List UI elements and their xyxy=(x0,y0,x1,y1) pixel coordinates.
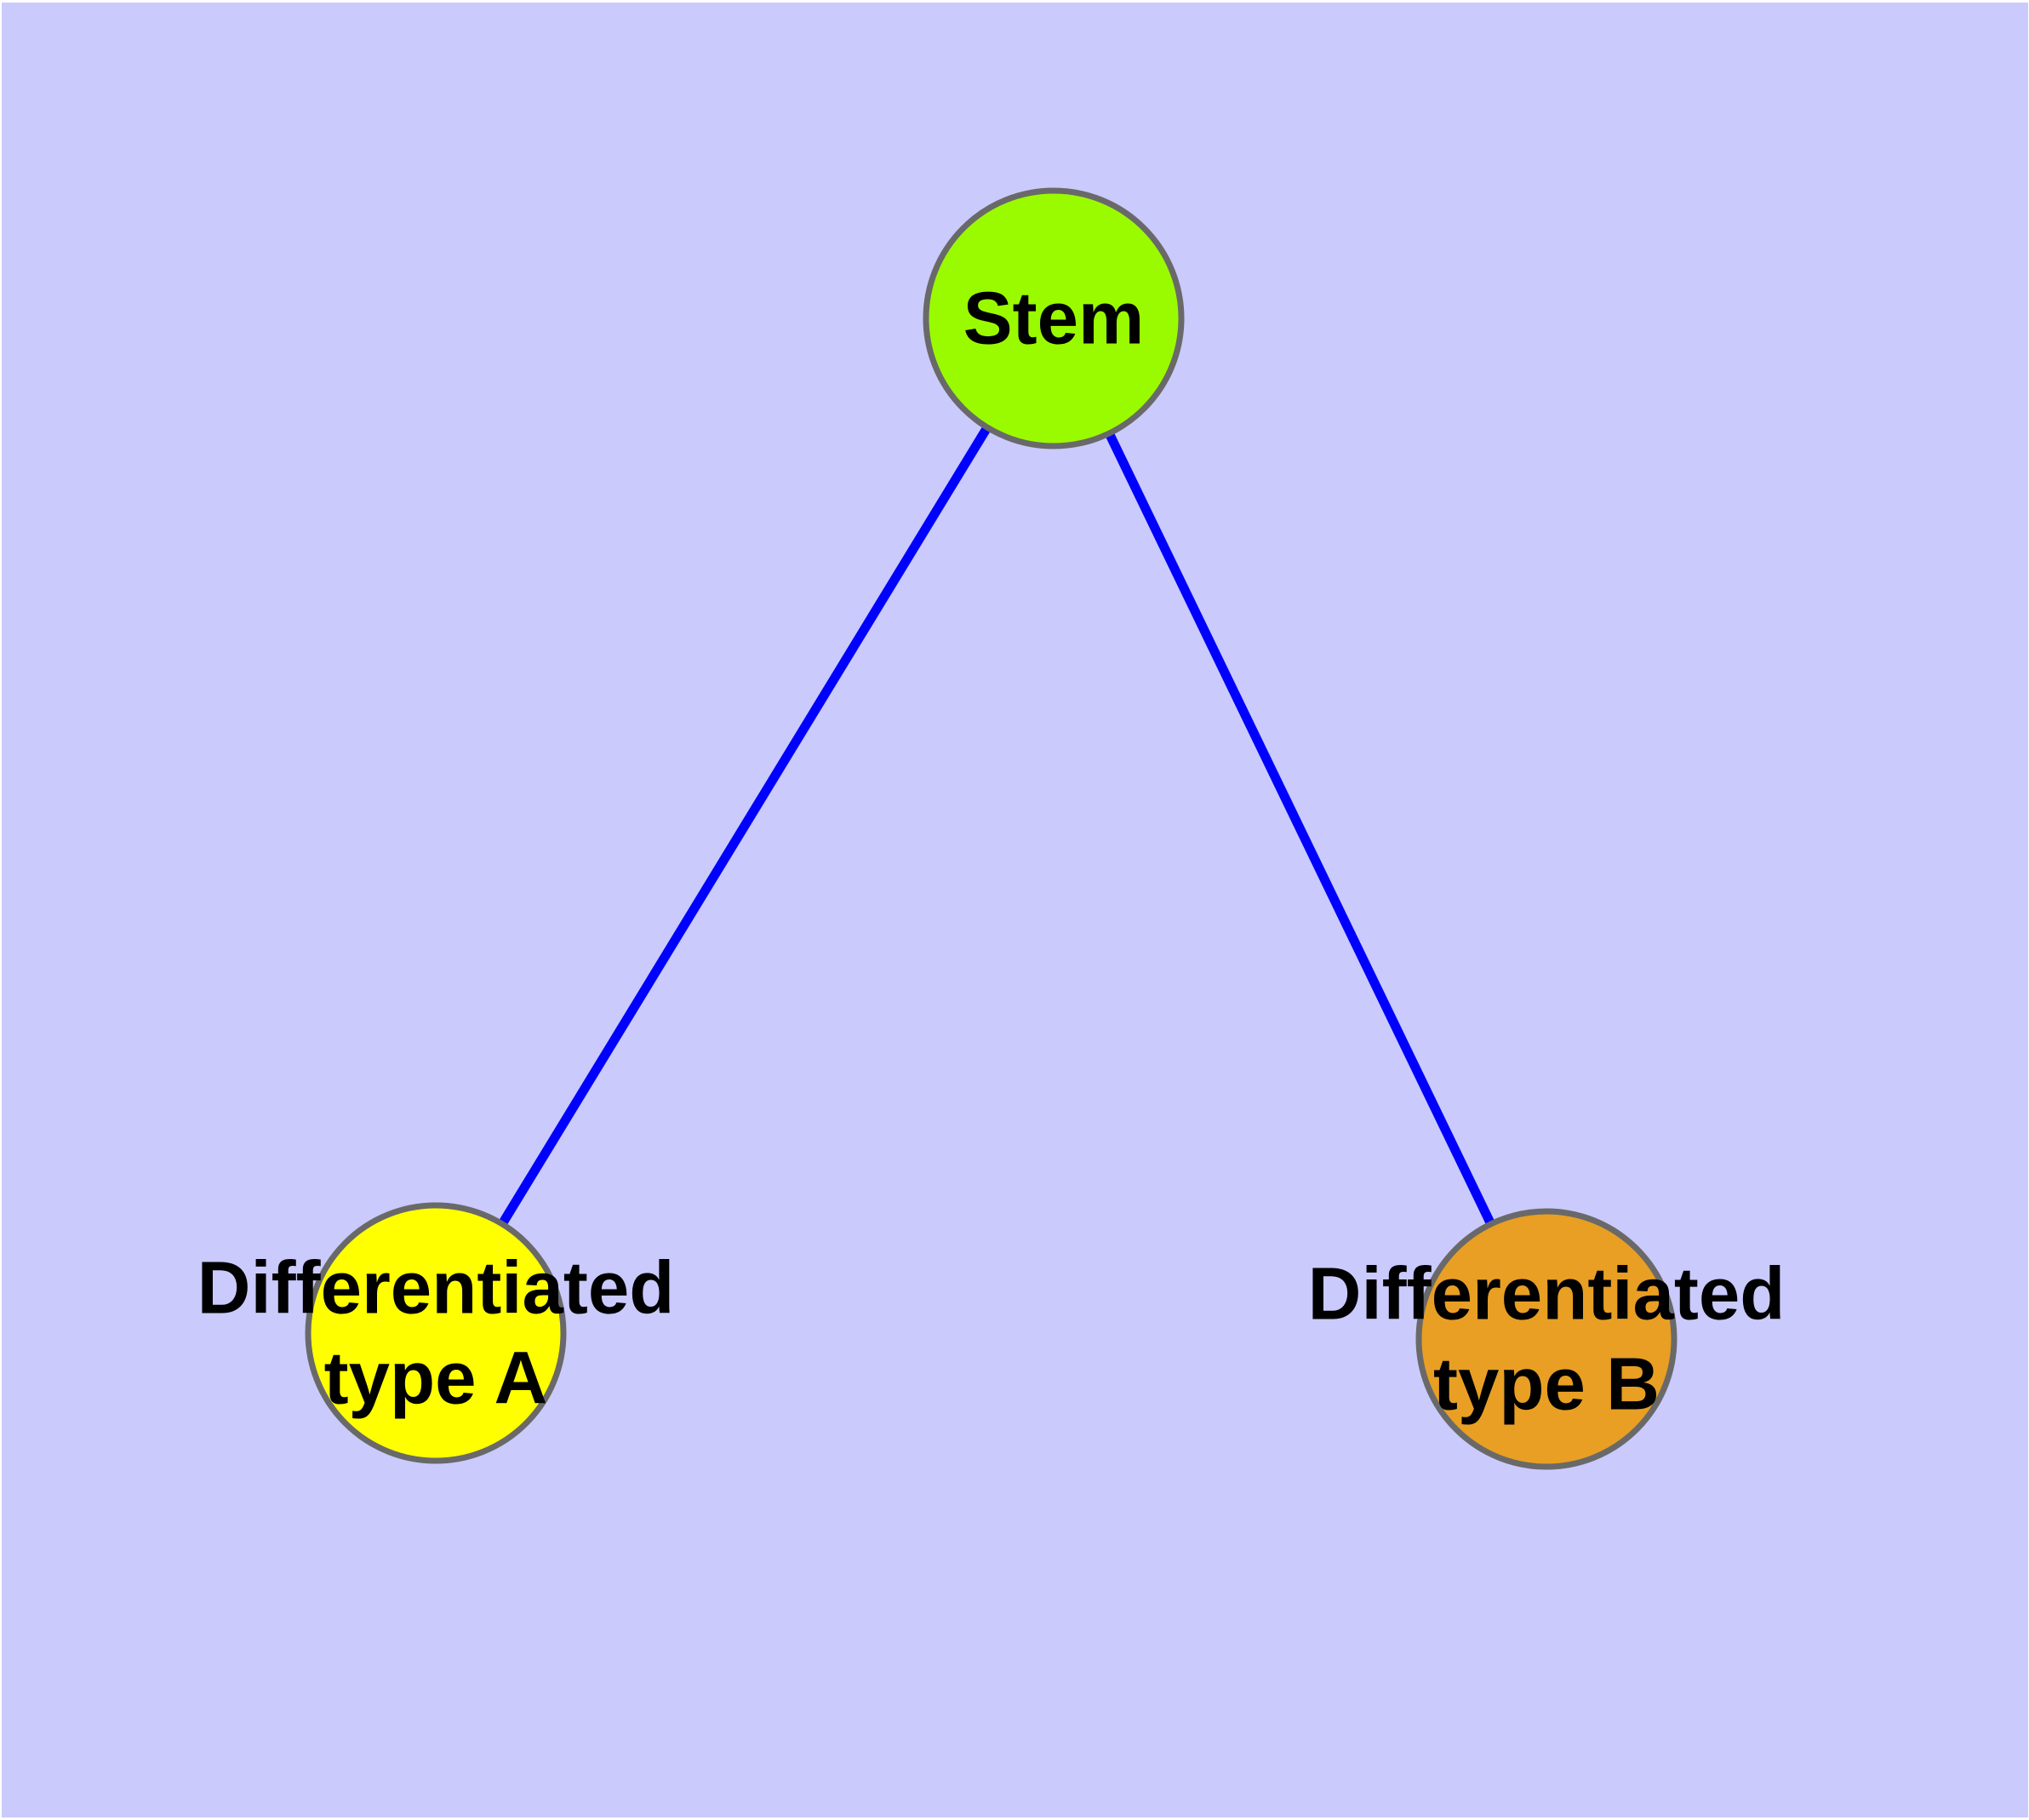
node-stem-circle xyxy=(923,187,1185,449)
node-typeA-circle xyxy=(305,1202,567,1464)
nodes-layer xyxy=(305,187,1677,1470)
node-typeB-label-line-1: Differentiated xyxy=(1308,1253,1786,1336)
edge-stem-typeB xyxy=(1049,316,1551,1342)
edge-stem-typeA xyxy=(432,316,1058,1336)
node-typeB-circle xyxy=(1415,1208,1677,1470)
node-stem-label-line-1: Stem xyxy=(963,278,1145,360)
node-typeA-label-line-1: Differentiated xyxy=(197,1247,675,1330)
edges-layer xyxy=(432,316,1551,1342)
node-typeB-label-line-2: type B xyxy=(1433,1343,1660,1426)
node-typeA-label-line-2: type A xyxy=(324,1337,548,1420)
node-stem-label: Stem xyxy=(963,278,1145,360)
